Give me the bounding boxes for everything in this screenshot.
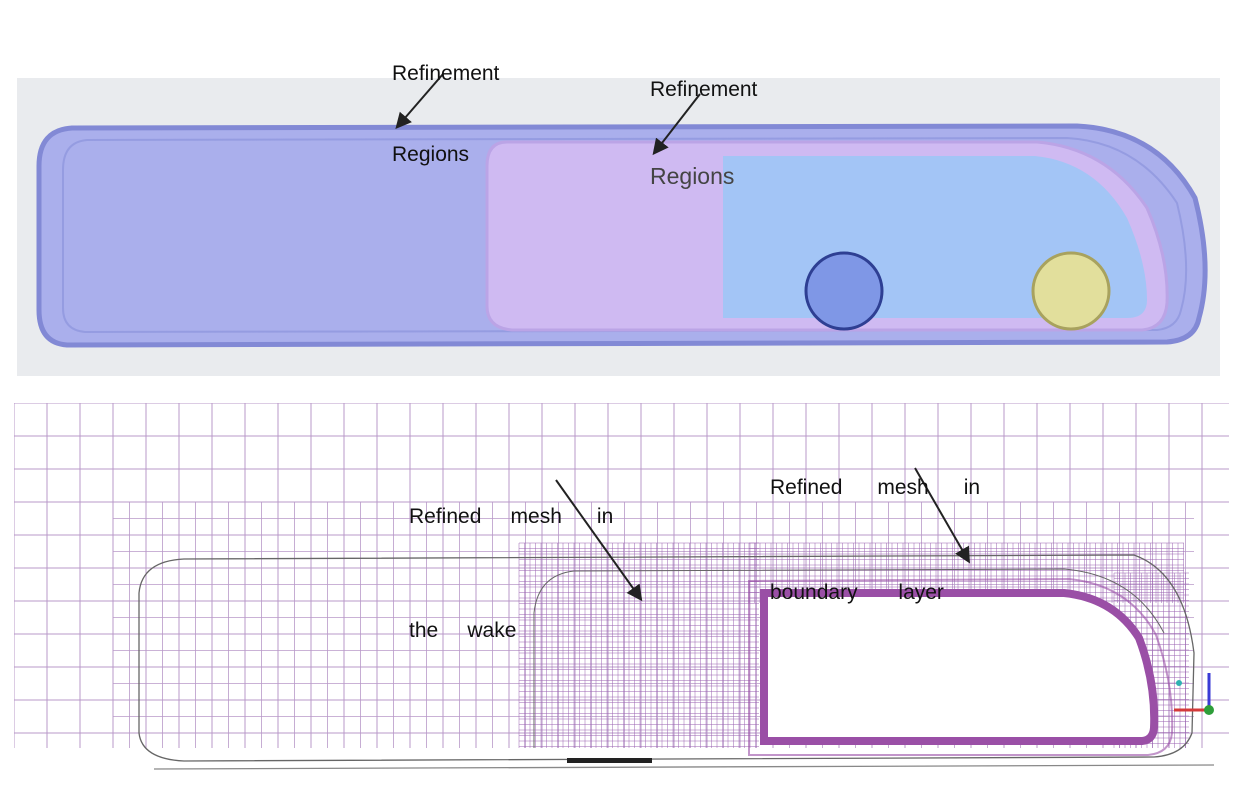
- body-boundary-outline: [760, 589, 1159, 745]
- boundary-layer-mesh-label: Refined mesh in boundary layer: [770, 400, 980, 645]
- label-line: Refinement: [392, 62, 500, 85]
- outer-region-inner-edge: [62, 136, 1188, 334]
- rear-cylinder: [1031, 251, 1111, 331]
- wake-refined-mesh: [518, 542, 759, 748]
- label-line: Regions: [392, 143, 470, 166]
- outer-contour-line: [138, 554, 1195, 762]
- axis-triad-icon: [1174, 673, 1214, 715]
- ground-line: [153, 764, 1215, 770]
- inner-contour-line: [533, 568, 1165, 748]
- refinement-regions-label-right: Refinement Regions: [650, 22, 757, 217]
- boundary-layer-outer-edge: [748, 577, 1174, 756]
- mesh-view: [14, 403, 1229, 775]
- label-line: Refined mesh in: [770, 476, 981, 499]
- front-cylinder: [804, 251, 884, 331]
- label-line: Regions: [650, 163, 735, 189]
- wake-mesh-label: Refined mesh in the wake: [409, 422, 613, 688]
- refinement-regions-label-left: Refinement Regions: [392, 6, 499, 195]
- refinement-regions-view: [17, 78, 1220, 376]
- ground-contact-bar: [567, 758, 652, 763]
- label-line: Refined mesh in: [409, 505, 614, 528]
- label-line: Refinement: [650, 78, 758, 101]
- label-line: the wake: [409, 619, 517, 642]
- label-line: boundary layer: [770, 581, 944, 604]
